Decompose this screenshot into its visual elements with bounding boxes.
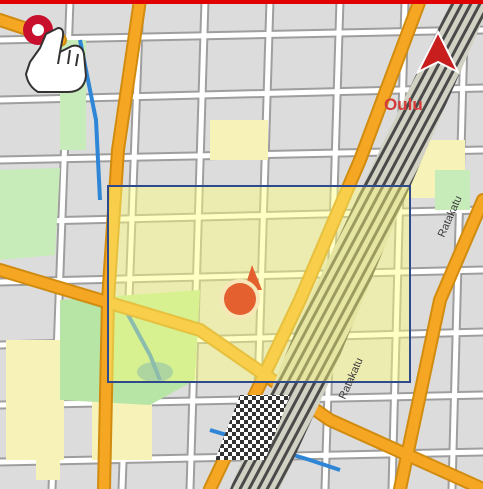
location-pin-icon[interactable]	[220, 265, 262, 319]
city-label: Oulu	[384, 95, 423, 114]
north-arrow-icon[interactable]	[415, 29, 461, 75]
pond	[137, 362, 173, 382]
selection-rectangle[interactable]	[107, 185, 411, 383]
tap-gesture-icon	[23, 15, 87, 93]
railway-yard	[215, 0, 483, 489]
top-bar	[0, 0, 483, 4]
